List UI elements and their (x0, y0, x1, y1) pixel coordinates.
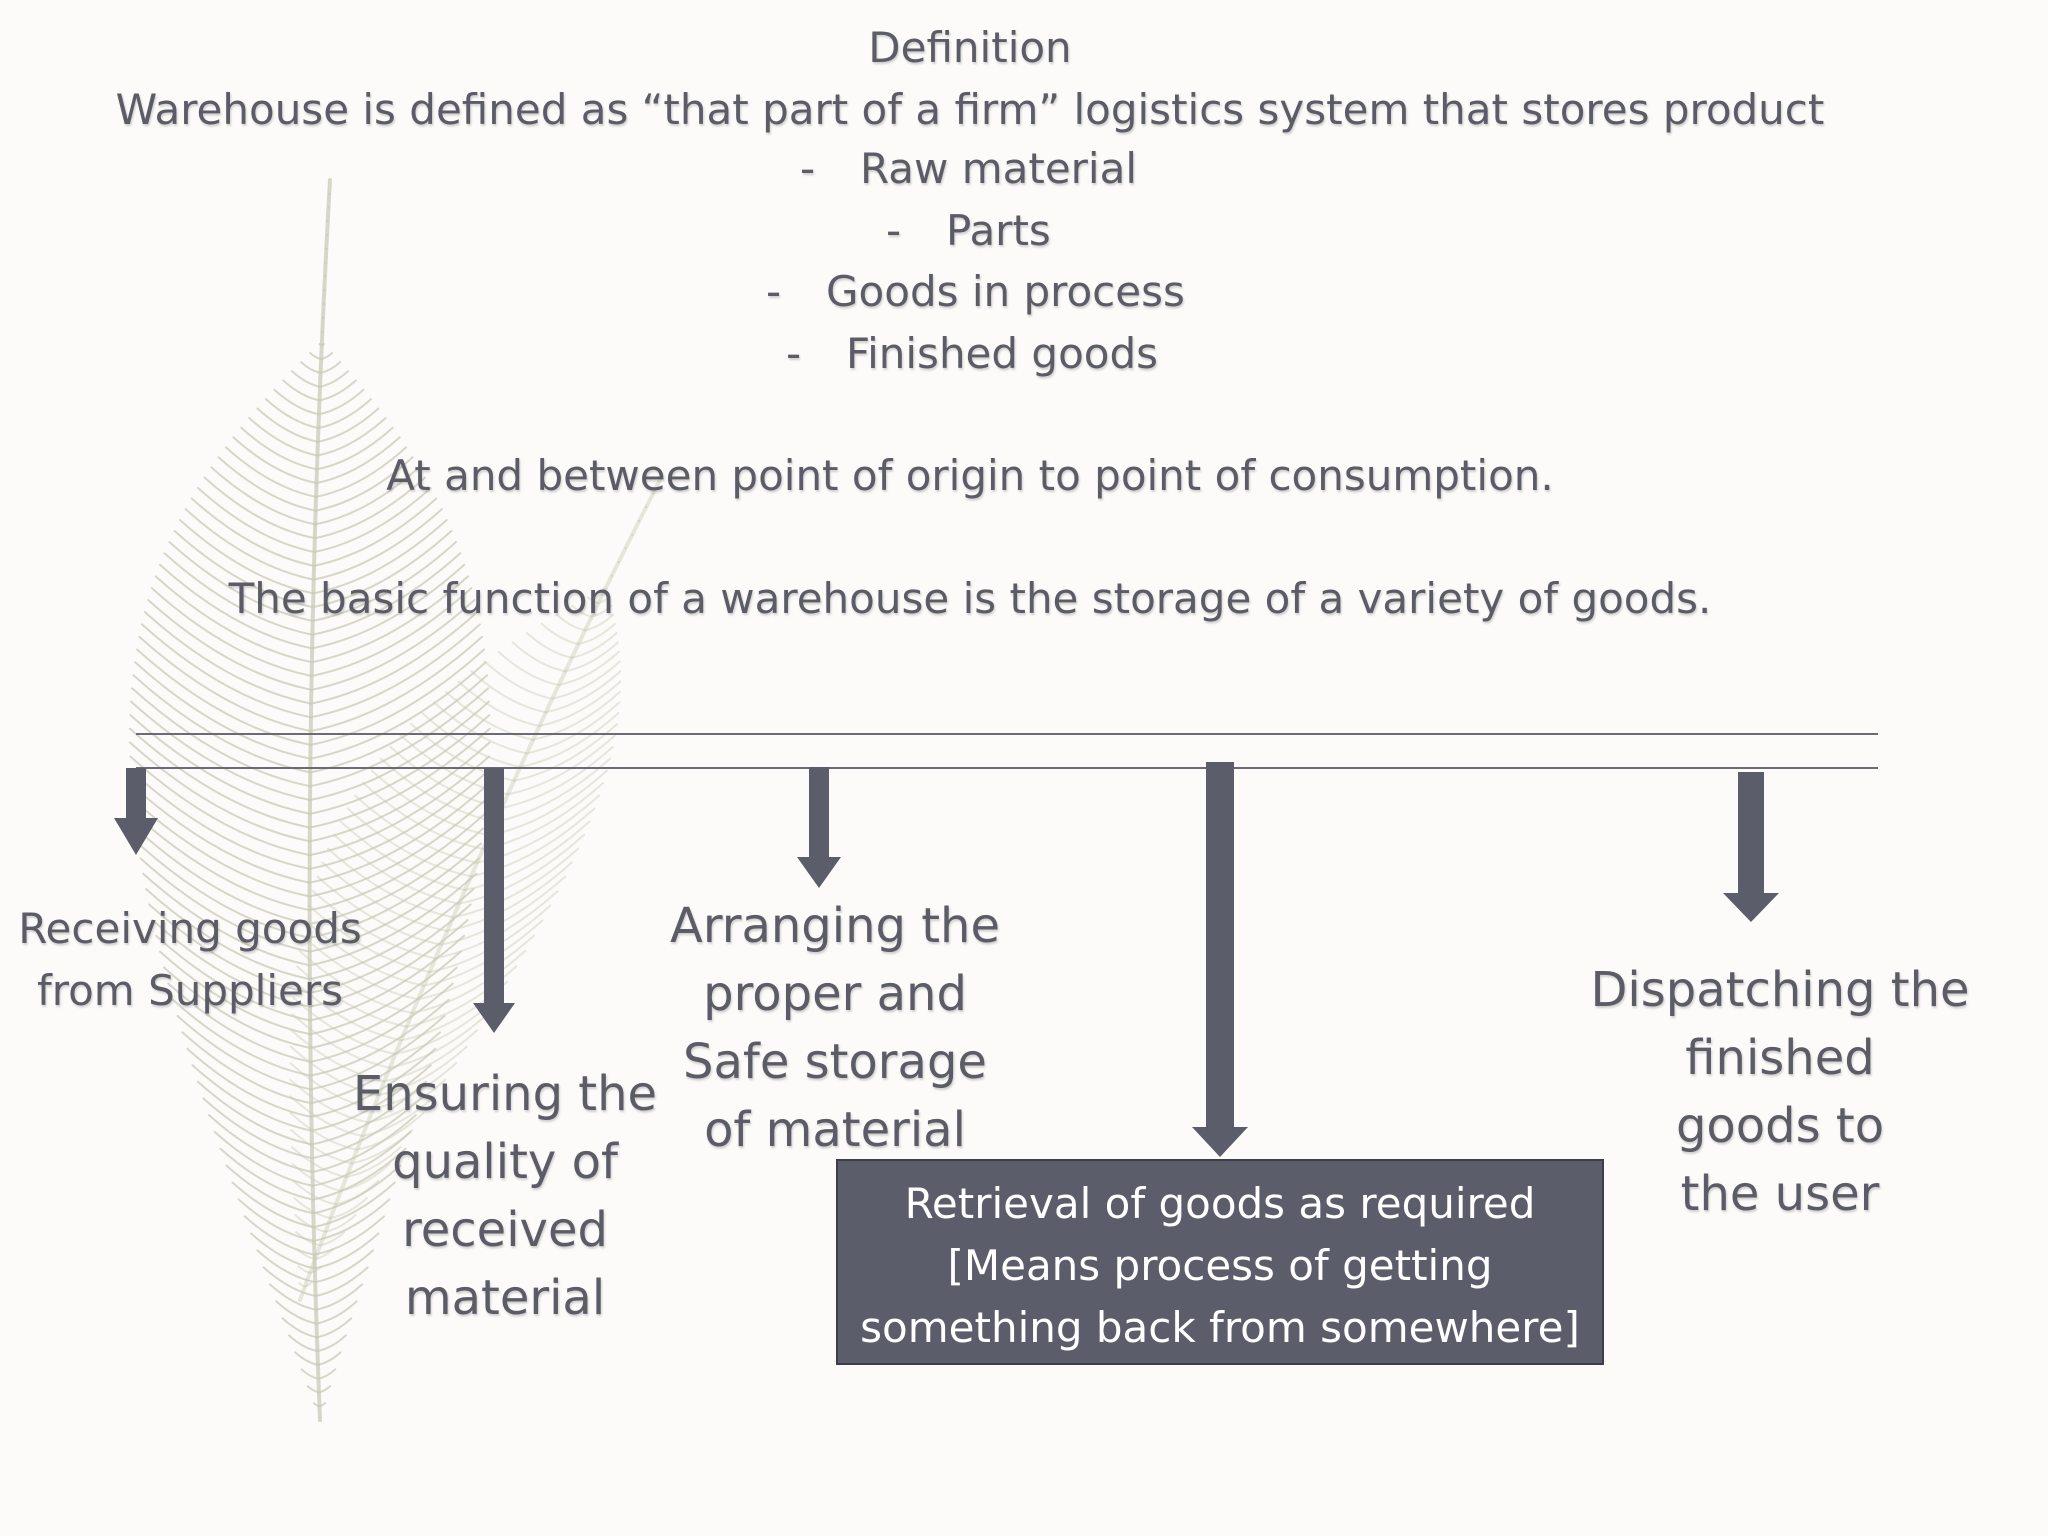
bullet-raw-material: -Raw material (800, 141, 1137, 197)
arrow-dispatch (1723, 772, 1779, 922)
definition-title: Definition (868, 23, 1072, 72)
retrieval-box: Retrieval of goods as required [Means pr… (836, 1159, 1604, 1365)
label-ensuring-quality: Ensuring the quality of received materia… (352, 1066, 658, 1326)
function-text: The basic function of a warehouse is the… (228, 574, 1712, 623)
bullet-parts: -Parts (886, 203, 1051, 259)
bullet-label: Parts (946, 206, 1051, 255)
arrow-retrieval (1192, 762, 1248, 1157)
arrow-quality (473, 768, 515, 1033)
bullet-dash: - (800, 144, 816, 193)
definition-text: Warehouse is defined as “that part of a … (115, 85, 1825, 134)
bullet-label: Raw material (860, 144, 1137, 193)
divider-line-bottom (136, 767, 1878, 769)
bullet-label: Finished goods (846, 329, 1159, 378)
arrow-storage (797, 767, 841, 888)
label-arranging-storage: Arranging the proper and Safe storage of… (669, 898, 1001, 1158)
label-receiving-goods: Receiving goods from Suppliers (18, 904, 362, 1015)
label-dispatching-goods: Dispatching the finished goods to the us… (1590, 962, 1970, 1222)
divider-line-top (136, 733, 1878, 735)
bullet-goods-in-process: -Goods in process (766, 264, 1185, 320)
bullet-finished-goods: -Finished goods (786, 326, 1158, 382)
origin-text: At and between point of origin to point … (386, 451, 1554, 500)
arrow-receiving (114, 768, 158, 855)
bullet-label: Goods in process (826, 267, 1185, 316)
bullet-dash: - (786, 329, 802, 378)
bullet-dash: - (766, 267, 782, 316)
bullet-dash: - (886, 206, 902, 255)
